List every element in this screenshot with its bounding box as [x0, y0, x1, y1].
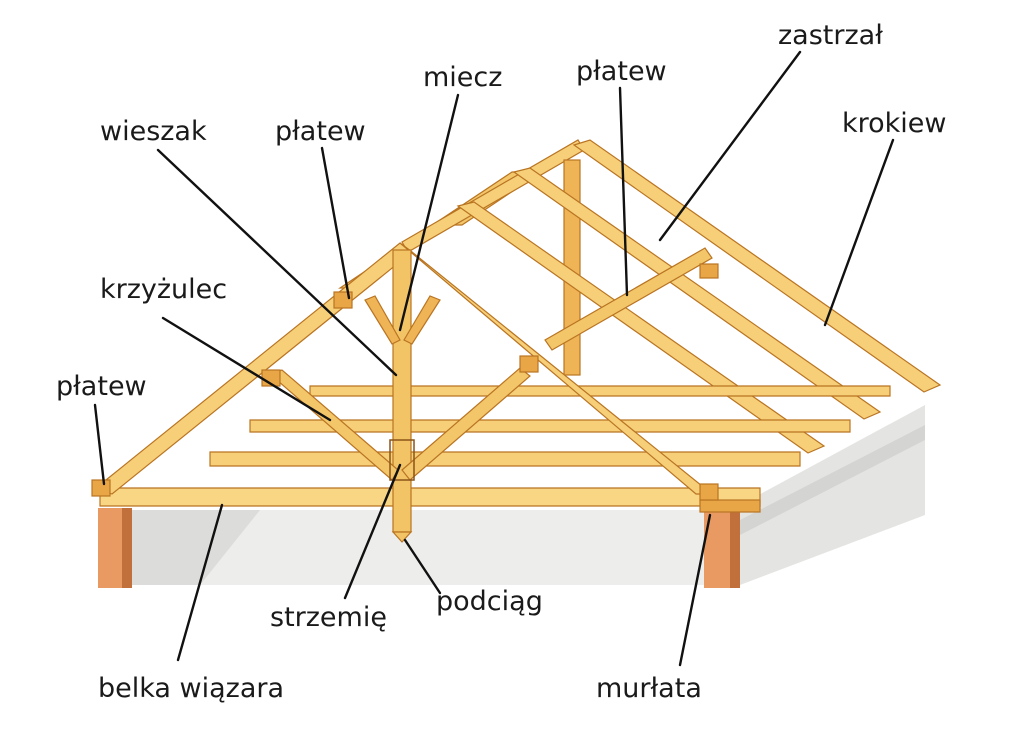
left-post-shade [122, 508, 132, 588]
left-wall-shade [128, 510, 260, 585]
leader-platew-left-top [320, 146, 351, 300]
purlin-upper [309, 385, 891, 397]
label-murlata: murłata [596, 673, 702, 704]
rafter-right-4 [572, 139, 942, 393]
horizontal-beams [99, 385, 891, 513]
label-platew-left-top: płatew [275, 116, 366, 147]
wall-posts [98, 508, 740, 588]
label-belka-wiazara: belka wiązara [98, 673, 284, 704]
front-truss [91, 242, 719, 543]
purlin-block-right-bottom [699, 483, 719, 501]
upper-brace-left [364, 295, 401, 345]
purlin-lower [209, 451, 801, 467]
right-side-wall-shade [740, 425, 925, 535]
label-zastrzal: zastrzał [778, 20, 883, 51]
leader-platew-center-top [618, 86, 629, 297]
right-post-shade [730, 508, 740, 588]
leader-murlata [678, 513, 712, 667]
leader-zastrzal [658, 50, 802, 242]
slope-brace [544, 247, 713, 351]
purlin-block-rear [699, 263, 719, 279]
supporting-walls [110, 405, 925, 585]
leader-krzyzulec [161, 316, 332, 422]
right-strut [401, 367, 531, 481]
leader-miecz [398, 93, 460, 332]
rafter-right-2 [456, 201, 826, 454]
label-miecz: miecz [423, 62, 502, 93]
rafter-right-3 [512, 167, 882, 420]
leader-wieszak [156, 148, 398, 377]
label-platew-left: płatew [56, 371, 147, 402]
upper-brace-right [403, 295, 441, 345]
label-podciag: podciąg [436, 586, 543, 617]
front-wall [110, 510, 740, 585]
purlin-block-right-mid [519, 355, 539, 373]
wall-plate-right [699, 499, 761, 513]
stirrup [389, 439, 415, 481]
label-platew-center-top: płatew [576, 56, 667, 87]
leader-krokiew [823, 138, 895, 327]
label-wieszak: wieszak [100, 116, 207, 147]
leader-platew-left [93, 403, 106, 486]
tie-beam [99, 487, 761, 507]
leader-podciag [403, 538, 442, 595]
label-krzyzulec: krzyżulec [100, 274, 227, 305]
purlin-block-left-bottom [91, 479, 111, 497]
king-post-tip [391, 531, 413, 543]
leader-belka-wiazara [176, 503, 224, 662]
leader-lines [93, 50, 895, 667]
leader-strzemie [343, 463, 402, 600]
part-labels: wieszak płatew miecz płatew zastrzał kro… [56, 20, 947, 704]
label-strzemie: strzemię [270, 602, 387, 633]
label-krokiew: krokiew [842, 108, 947, 139]
